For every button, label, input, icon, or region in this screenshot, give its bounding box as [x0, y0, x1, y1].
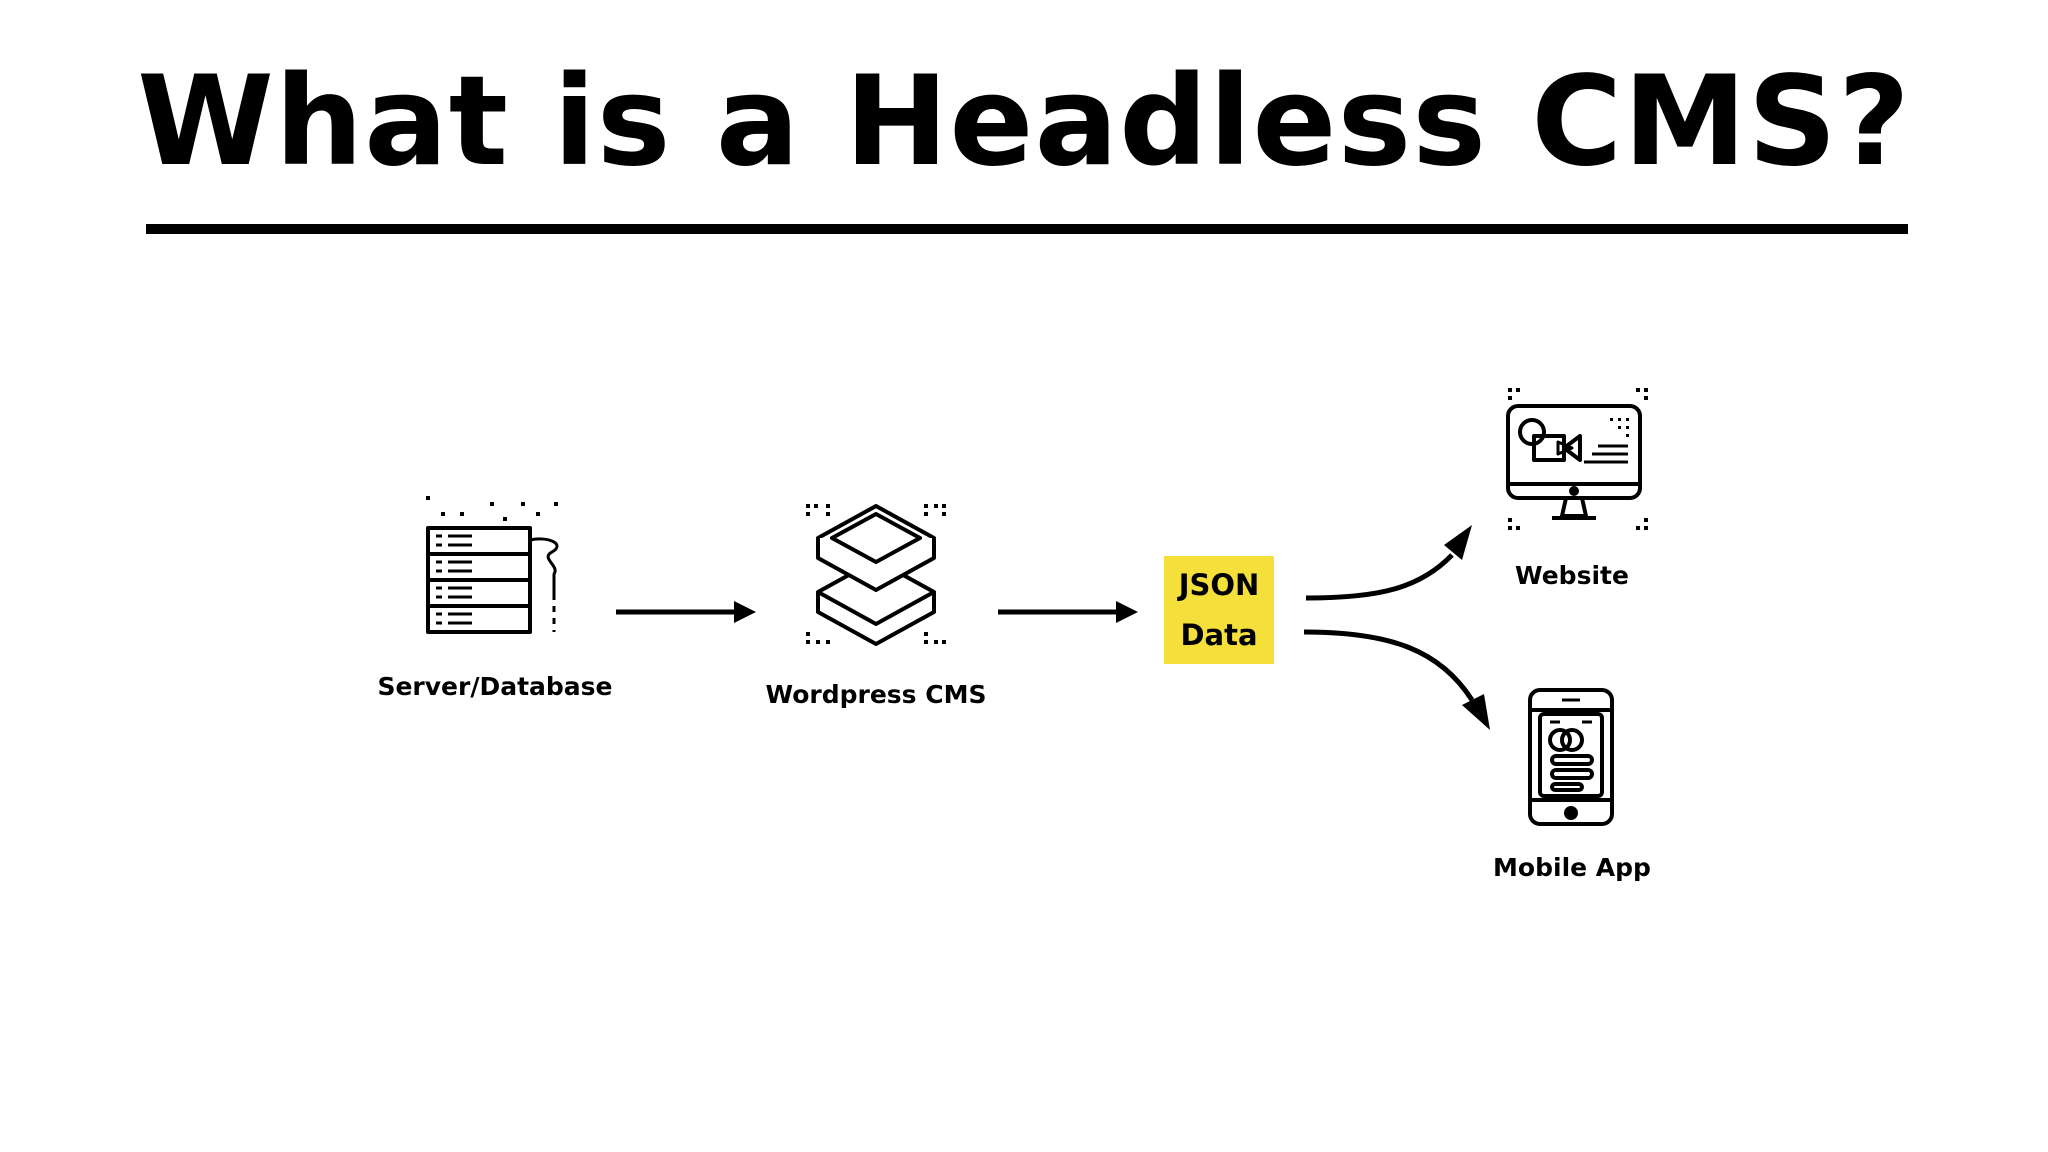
- json-label-line1: JSON: [1178, 568, 1260, 602]
- smartphone-icon: [1528, 688, 1614, 826]
- json-label-line2: Data: [1180, 618, 1258, 652]
- edge-json-to-mobile: [1303, 629, 1490, 730]
- layers-icon: [806, 504, 946, 646]
- cms-label: Wordpress CMS: [766, 680, 987, 709]
- server-icon: [426, 496, 559, 634]
- website-label: Website: [1515, 561, 1629, 590]
- title-divider: [146, 224, 1908, 234]
- edge-server-to-cms: [616, 601, 756, 623]
- json-data-node: JSON Data: [1164, 556, 1274, 664]
- server-label: Server/Database: [377, 672, 612, 701]
- page-title: What is a Headless CMS?: [137, 50, 1911, 194]
- monitor-icon: [1506, 388, 1648, 530]
- mobile-label: Mobile App: [1493, 853, 1651, 882]
- edge-json-to-website: [1305, 525, 1472, 601]
- edge-cms-to-json: [998, 601, 1138, 623]
